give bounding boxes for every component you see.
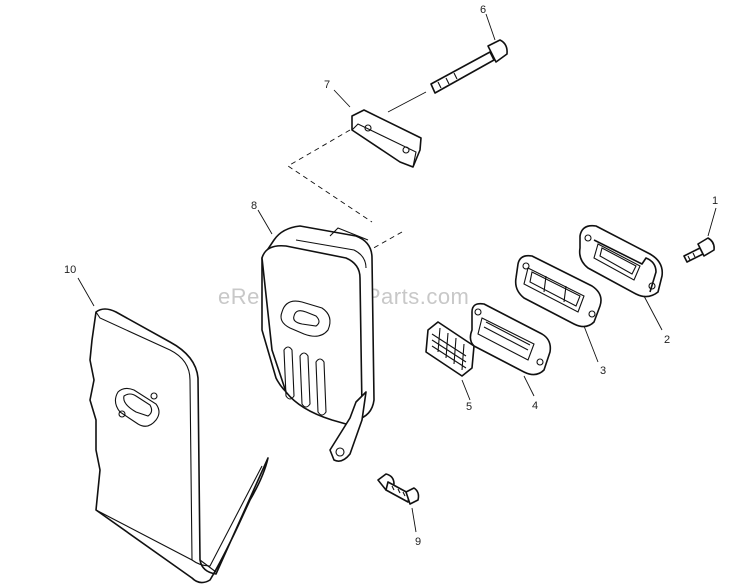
- part-10-heat-shield: [77, 277, 269, 584]
- part-3-gasket: [514, 254, 602, 363]
- callout-1: 1: [712, 195, 718, 207]
- part-1-bolt: [683, 207, 717, 263]
- part-7-plate: [333, 89, 422, 168]
- callout-3: 3: [600, 365, 606, 377]
- callout-8: 8: [251, 200, 257, 212]
- callout-2: 2: [664, 334, 670, 346]
- callout-9: 9: [415, 536, 421, 548]
- part-2-flange: [578, 224, 664, 331]
- callout-6: 6: [480, 4, 486, 16]
- callout-10: 10: [64, 264, 76, 276]
- callout-4: 4: [532, 400, 538, 412]
- part-4-gasket: [469, 302, 552, 397]
- part-9-screw: [377, 473, 420, 533]
- part-8-muffler: [257, 209, 375, 462]
- callout-7: 7: [324, 79, 330, 91]
- callout-5: 5: [466, 401, 472, 413]
- part-5-screen: [425, 321, 475, 401]
- part-6-bolt: [387, 13, 508, 113]
- alignment-dashes: [287, 129, 403, 251]
